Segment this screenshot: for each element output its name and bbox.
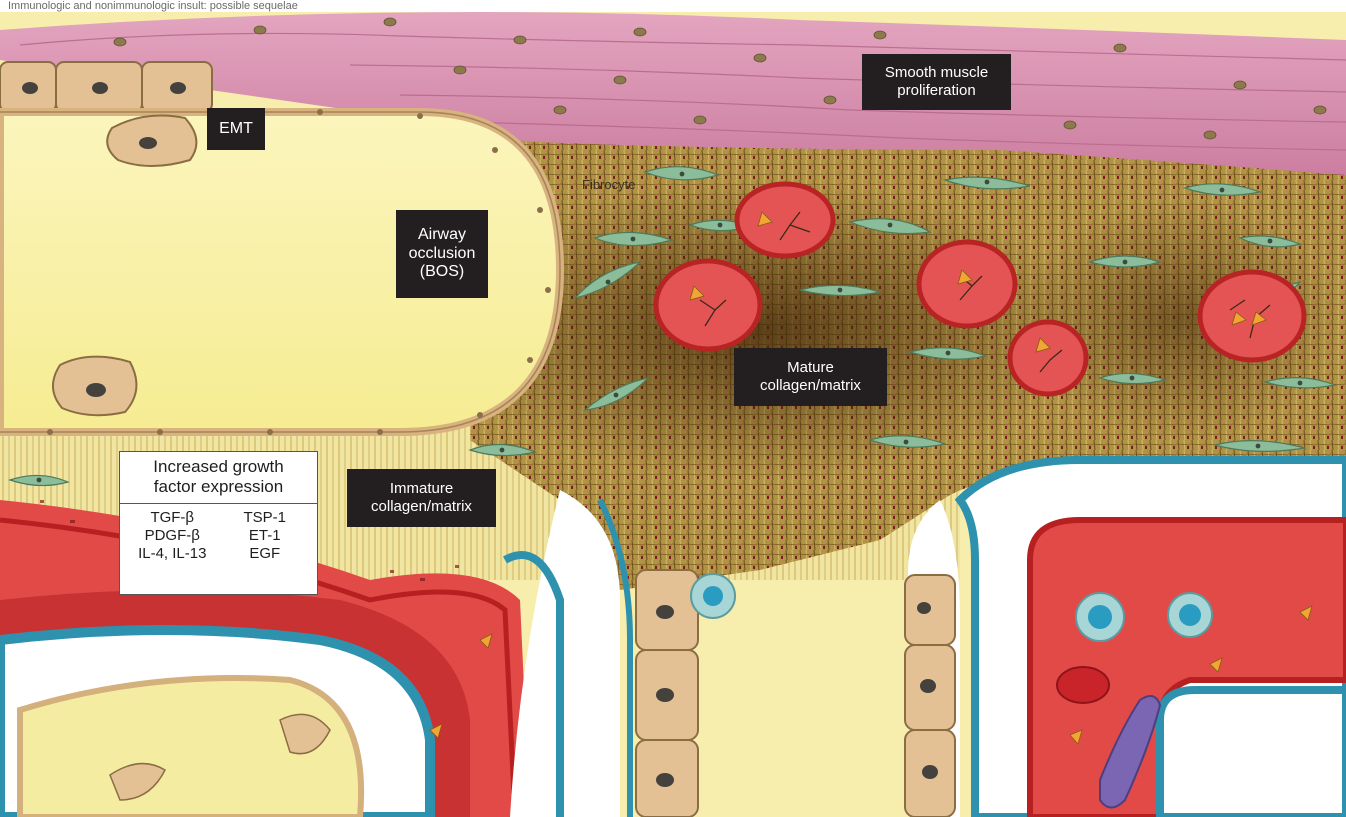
immature-matrix-label: Immature collagen/matrix: [347, 469, 496, 527]
growth-factor-item: TSP-1: [219, 509, 312, 527]
growth-factor-item: PDGF-β: [126, 527, 219, 545]
fibrocyte-label: Fibrocyte: [582, 177, 635, 192]
smooth-muscle-label: Smooth muscle proliferation: [862, 54, 1011, 110]
leukocyte-icon: [691, 574, 735, 618]
emt-label: EMT: [207, 108, 265, 150]
growth-factor-item: IL-4, IL-13: [126, 545, 219, 563]
growth-factor-title: Increased growth factor expression: [120, 452, 317, 504]
growth-factor-list: TGF-β TSP-1 PDGF-β ET-1 IL-4, IL-13 EGF: [120, 504, 317, 568]
growth-factor-item: EGF: [219, 545, 312, 563]
growth-factor-box: Increased growth factor expression TGF-β…: [119, 451, 318, 595]
airway-occlusion-label: Airway occlusion (BOS): [396, 210, 488, 298]
growth-factor-item: ET-1: [219, 527, 312, 545]
growth-factor-item: TGF-β: [126, 509, 219, 527]
red-blood-cell-icon: [1057, 667, 1109, 703]
mature-matrix-label: Mature collagen/matrix: [734, 348, 887, 406]
